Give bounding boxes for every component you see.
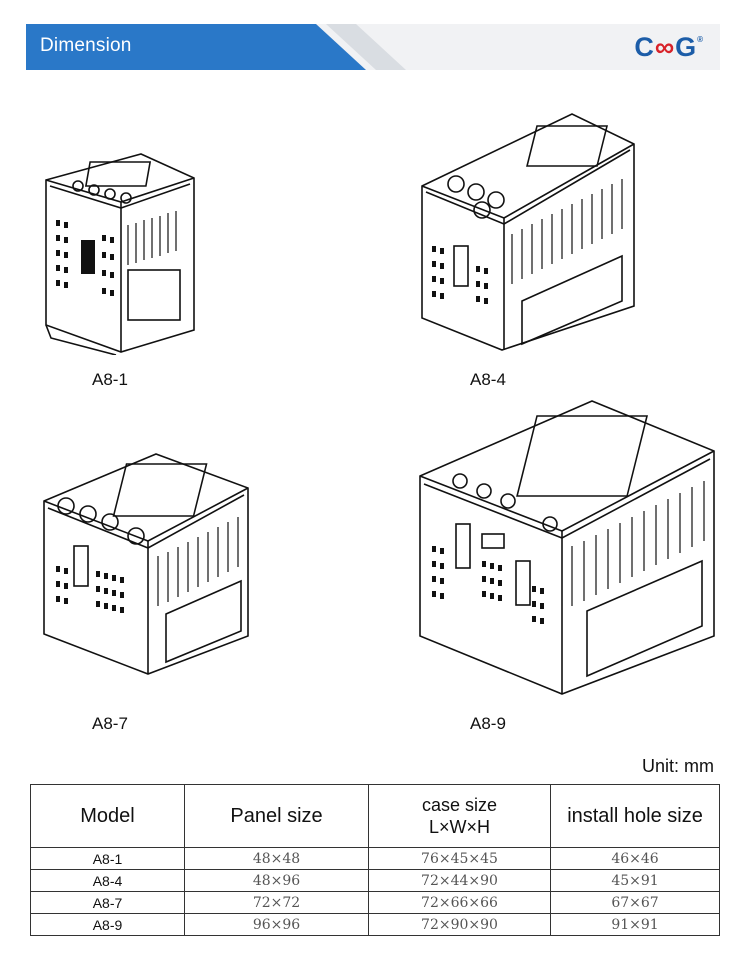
model-label-a8-9: A8-9 bbox=[470, 714, 506, 733]
model-label-a8-4: A8-4 bbox=[470, 370, 506, 389]
model-label-a8-7: A8-7 bbox=[92, 714, 128, 733]
cell-panel-size: 48×96 bbox=[184, 869, 369, 892]
cell-model: A8-4 bbox=[30, 869, 185, 892]
logo-letter-c: C bbox=[634, 32, 655, 62]
unit-label: Unit: mm bbox=[642, 756, 714, 776]
cell-install-hole-size: 46×46 bbox=[550, 847, 720, 870]
table-row: A8-1 48×48 76×45×45 46×46 bbox=[30, 847, 720, 870]
cell-case-size: 72×90×90 bbox=[368, 913, 551, 936]
section-title: Dimension bbox=[40, 35, 132, 56]
cell-install-hole-size: 91×91 bbox=[550, 913, 720, 936]
cell-panel-size: 96×96 bbox=[184, 913, 369, 936]
device-drawing-a8-9 bbox=[412, 396, 722, 696]
cell-case-size: 76×45×45 bbox=[368, 847, 551, 870]
device-drawing-a8-7 bbox=[36, 446, 256, 676]
header-install-hole-size: install hole size bbox=[550, 784, 720, 848]
cell-model: A8-1 bbox=[30, 847, 185, 870]
cell-model: A8-7 bbox=[30, 891, 185, 914]
cell-panel-size: 48×48 bbox=[184, 847, 369, 870]
cell-install-hole-size: 45×91 bbox=[550, 869, 720, 892]
device-drawing-a8-1 bbox=[36, 140, 206, 355]
logo-letter-g: G bbox=[675, 32, 698, 62]
model-label-a8-1: A8-1 bbox=[92, 370, 128, 389]
header-case-size-line2: L×W×H bbox=[428, 817, 491, 837]
table-row: A8-4 48×96 72×44×90 45×91 bbox=[30, 869, 720, 892]
header-case-size-line1: case size bbox=[421, 795, 498, 815]
section-header: Dimension C∞G® bbox=[26, 24, 720, 70]
cell-case-size: 72×66×66 bbox=[368, 891, 551, 914]
cell-case-size: 72×44×90 bbox=[368, 869, 551, 892]
device-drawing-a8-4 bbox=[412, 106, 642, 351]
header-model: Model bbox=[30, 784, 185, 848]
cell-panel-size: 72×72 bbox=[184, 891, 369, 914]
logo-infinity-icon: ∞ bbox=[654, 32, 676, 62]
header-blue-band bbox=[26, 24, 366, 70]
table-row: A8-7 72×72 72×66×66 67×67 bbox=[30, 891, 720, 914]
brand-logo: C∞G® bbox=[634, 32, 704, 63]
cell-install-hole-size: 67×67 bbox=[550, 891, 720, 914]
header-panel-size: Panel size bbox=[184, 784, 369, 848]
registered-mark: ® bbox=[697, 35, 704, 44]
cell-model: A8-9 bbox=[30, 913, 185, 936]
table-row: A8-9 96×96 72×90×90 91×91 bbox=[30, 913, 720, 936]
